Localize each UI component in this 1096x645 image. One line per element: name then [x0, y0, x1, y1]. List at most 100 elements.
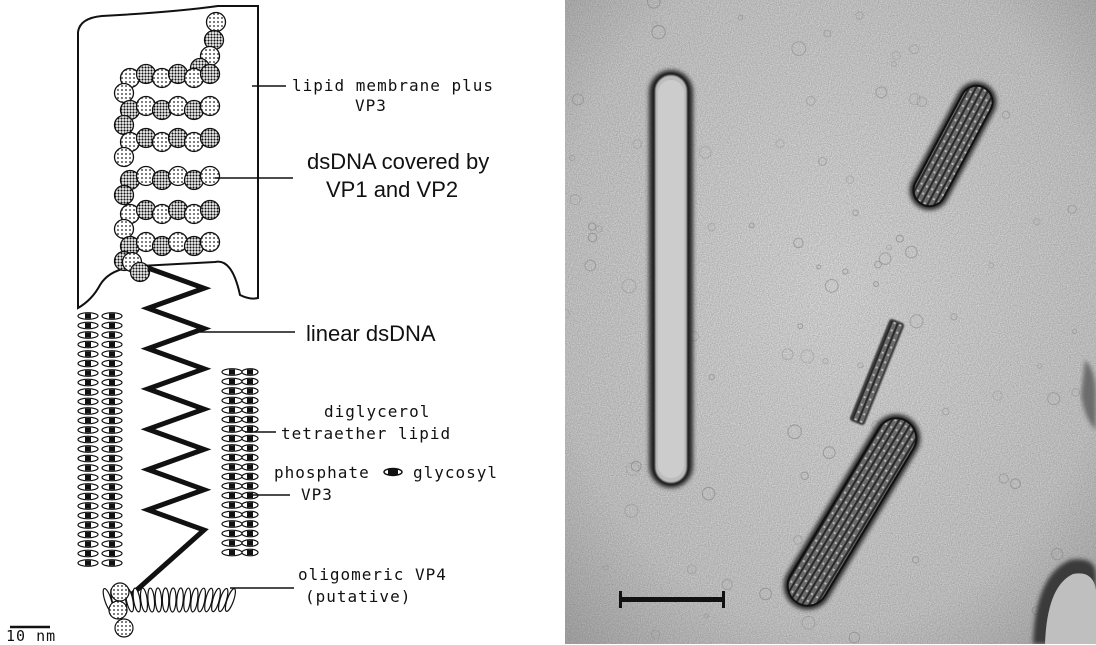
- nucleoprotein-bead: [201, 233, 220, 252]
- lipid-core: [229, 540, 235, 545]
- lipid-core: [247, 436, 253, 441]
- lipid-core: [247, 512, 253, 517]
- nucleoprotein-bead: [131, 263, 150, 282]
- nucleoprotein-bead: [201, 167, 220, 186]
- label-lipid-membrane-vp3: VP3: [355, 97, 387, 115]
- lipid-core: [229, 426, 235, 431]
- label-glycosyl: glycosyl: [413, 464, 498, 482]
- lipid-core: [109, 560, 115, 565]
- lipid-core: [85, 560, 91, 565]
- lipid-core: [247, 455, 253, 460]
- lipid-core: [229, 550, 235, 555]
- lipid-core: [85, 408, 91, 413]
- nucleoprotein-bead: [207, 13, 226, 32]
- terminal-bead: [115, 619, 133, 637]
- vp4-unit: [147, 588, 155, 612]
- lipid-core: [247, 388, 253, 393]
- lipid-core: [247, 398, 253, 403]
- nucleoprotein-bead: [201, 65, 220, 84]
- lipid-core: [247, 531, 253, 536]
- lipid-core: [247, 445, 253, 450]
- lipid-core: [229, 502, 235, 507]
- label-dsdna-covered: dsDNA covered by: [307, 150, 489, 174]
- lipid-core: [85, 532, 91, 537]
- lipid-core: [85, 351, 91, 356]
- lipid-core: [85, 389, 91, 394]
- lipid-core: [229, 436, 235, 441]
- electron-micrograph: [565, 0, 1096, 644]
- nucleoprotein-bead: [115, 84, 134, 103]
- lipid-core: [109, 522, 115, 527]
- nucleoprotein-bead: [115, 116, 134, 135]
- lipid-core: [229, 531, 235, 536]
- lipid-core: [109, 484, 115, 489]
- lipid-core: [109, 551, 115, 556]
- lipid-core: [247, 407, 253, 412]
- lipid-core: [85, 475, 91, 480]
- label-linear-dsdna: linear dsDNA: [306, 322, 436, 346]
- lipid-core: [229, 398, 235, 403]
- lipid-core: [85, 370, 91, 375]
- lipid-core: [109, 503, 115, 508]
- phosphate-glycosyl-glyph: [384, 469, 402, 476]
- lipid-core: [85, 465, 91, 470]
- nucleoprotein-bead: [115, 220, 134, 239]
- nucleoprotein-bead: [115, 148, 134, 167]
- lipid-core: [247, 379, 253, 384]
- lipid-core: [85, 313, 91, 318]
- label-putative: (putative): [305, 588, 411, 606]
- lipid-core: [85, 513, 91, 518]
- lipid-core: [247, 521, 253, 526]
- lipid-core: [229, 379, 235, 384]
- label-lipid-membrane: lipid membrane plus: [292, 77, 494, 95]
- lipid-core: [229, 388, 235, 393]
- lipid-core: [109, 332, 115, 337]
- lipid-core: [85, 332, 91, 337]
- lipid-core: [85, 456, 91, 461]
- lipid-core: [229, 493, 235, 498]
- lipid-core: [229, 417, 235, 422]
- lipid-core: [85, 494, 91, 499]
- lipid-core: [85, 342, 91, 347]
- lipid-core: [85, 427, 91, 432]
- virion-straight: [649, 70, 693, 488]
- label-diglycerol: diglycerol: [324, 403, 430, 421]
- oligomeric-vp4-layer: [101, 583, 237, 637]
- lipid-core: [229, 464, 235, 469]
- nucleoprotein-bead: [115, 186, 134, 205]
- lipid-core: [109, 532, 115, 537]
- lipid-core: [247, 550, 253, 555]
- lipid-core: [109, 427, 115, 432]
- lipid-core: [247, 464, 253, 469]
- vp4-unit: [162, 588, 169, 612]
- tetraether-lipid-membrane: [78, 313, 258, 567]
- terminal-bead: [109, 601, 127, 619]
- lipid-envelope-outline: [78, 6, 258, 308]
- lipid-core: [85, 437, 91, 442]
- lipid-core: [109, 418, 115, 423]
- lipid-core: [85, 380, 91, 385]
- lipid-core: [247, 502, 253, 507]
- lipid-core: [247, 540, 253, 545]
- lipid-core: [85, 541, 91, 546]
- lipid-core: [229, 455, 235, 460]
- lipid-core: [109, 342, 115, 347]
- lipid-core: [109, 351, 115, 356]
- lipid-core: [247, 417, 253, 422]
- lipid-core: [229, 407, 235, 412]
- lipid-core: [229, 483, 235, 488]
- lipid-core: [109, 437, 115, 442]
- lipid-core: [109, 380, 115, 385]
- vp4-unit: [176, 588, 184, 612]
- lipid-core: [109, 513, 115, 518]
- lipid-core: [85, 323, 91, 328]
- lipid-core: [229, 521, 235, 526]
- vp4-unit: [169, 588, 176, 612]
- lipid-core: [247, 474, 253, 479]
- lipid-core: [247, 369, 253, 374]
- lipid-core: [109, 465, 115, 470]
- vp4-unit: [155, 588, 162, 612]
- lipid-core: [85, 418, 91, 423]
- nucleoprotein-bead: [201, 97, 220, 116]
- lipid-core: [247, 483, 253, 488]
